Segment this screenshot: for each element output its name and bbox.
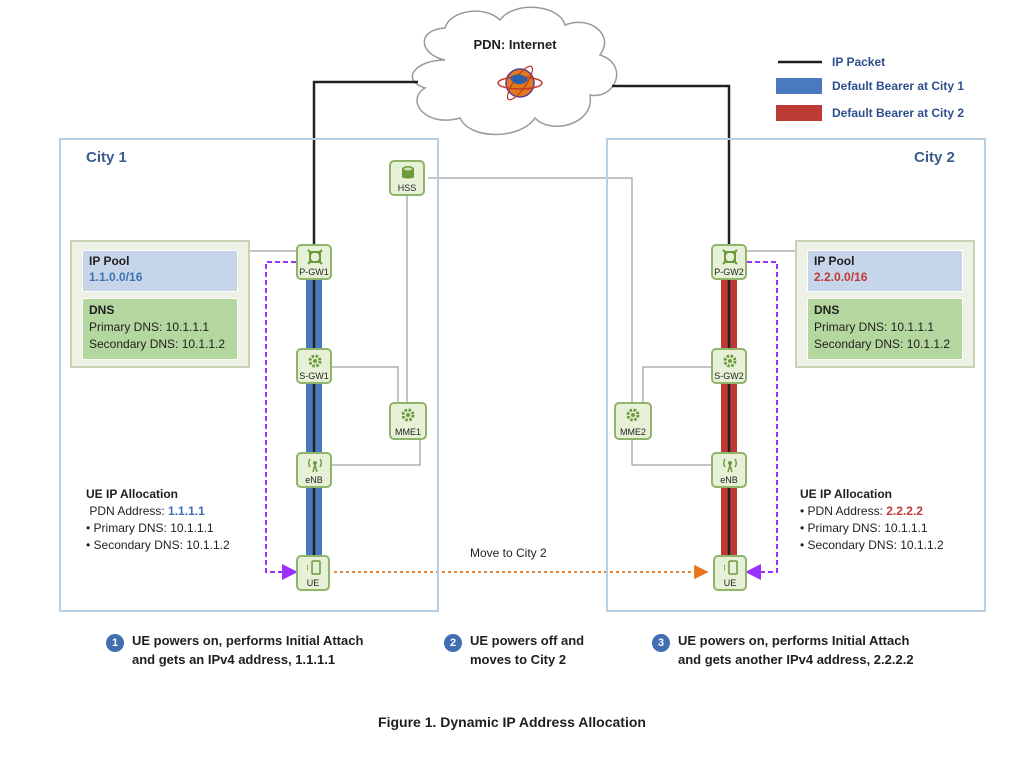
antenna-icon	[723, 458, 737, 473]
city1-pdn-address: PDN Address: 1.1.1.1	[86, 503, 230, 520]
city2-ue-allocation: UE IP Allocation • PDN Address: 2.2.2.2 …	[800, 486, 944, 554]
enb1-label: eNB	[305, 475, 323, 485]
city2-pool-title: IP Pool	[814, 254, 855, 268]
city1-ue-secondary-text: Secondary DNS: 10.1.1.2	[93, 538, 230, 552]
city1-pool-value: 1.1.0.0/16	[89, 270, 143, 284]
sgw1-label: S-GW1	[299, 371, 329, 381]
pgw1-label: P-GW1	[299, 267, 329, 277]
mme2-node: MME2	[614, 402, 652, 440]
city1-dns: DNS Primary DNS: 10.1.1.1 Secondary DNS:…	[82, 298, 238, 360]
phone-icon	[724, 560, 738, 575]
figure-caption: Figure 1. Dynamic IP Address Allocation	[378, 714, 646, 730]
step3-line1: UE powers on, performs Initial Attach	[678, 633, 910, 648]
step3-line2: and gets another IPv4 address, 2.2.2.2	[678, 652, 914, 667]
ue2-label: UE	[723, 578, 737, 588]
gear-icon	[401, 408, 415, 422]
step2-line1: UE powers off and	[470, 633, 585, 648]
globe-icon	[497, 65, 543, 101]
step1-line2: and gets an IPv4 address, 1.1.1.1	[132, 652, 336, 667]
city1-primary-dns: Primary DNS: 10.1.1.1	[89, 320, 210, 334]
enb2-node: eNB	[711, 452, 747, 488]
ue1-node: UE	[296, 555, 330, 591]
city1-ue-secondary: • Secondary DNS: 10.1.1.2	[86, 538, 230, 552]
city1-pdn-prefix: PDN Address:	[89, 504, 169, 518]
city2-title: City 2	[914, 149, 955, 166]
city2-pdn-prefix: PDN Address:	[807, 504, 887, 518]
ue1-label: UE	[306, 578, 320, 588]
pgw2-label: P-GW2	[714, 267, 744, 277]
sgw2-label: S-GW2	[714, 371, 744, 381]
legend-ip-packet: IP Packet	[832, 55, 886, 69]
city1-ue-allocation: UE IP Allocation PDN Address: 1.1.1.1 • …	[86, 486, 230, 554]
city2-primary-dns: Primary DNS: 10.1.1.1	[814, 320, 935, 334]
ue2-node: UE	[713, 555, 747, 591]
legend-bearer-city2: Default Bearer at City 2	[832, 106, 965, 120]
step2-text: UE powers off and moves to City 2	[470, 631, 584, 669]
sgw1-node: S-GW1	[296, 348, 332, 384]
city1-title: City 1	[86, 149, 127, 166]
step1-number: 1	[106, 634, 124, 652]
city2-dns: DNS Primary DNS: 10.1.1.1 Secondary DNS:…	[807, 298, 963, 360]
antenna-icon	[308, 458, 322, 473]
city2-ip-pool: IP Pool 2.2.0.0/16	[807, 250, 963, 292]
router-icon	[722, 249, 738, 265]
enb2-label: eNB	[720, 475, 738, 485]
city2-region	[606, 138, 986, 612]
pgw1-node: P-GW1	[296, 244, 332, 280]
phone-icon	[307, 560, 321, 575]
city1-ip-pool: IP Pool 1.1.0.0/16	[82, 250, 238, 292]
city1-region	[59, 138, 439, 612]
legend-bearer-city1: Default Bearer at City 1	[832, 79, 965, 93]
city1-pdn-value: 1.1.1.1	[168, 504, 205, 518]
sgw2-node: S-GW2	[711, 348, 747, 384]
gear-icon	[626, 408, 640, 422]
city1-ue-primary: • Primary DNS: 10.1.1.1	[86, 521, 214, 535]
step3-number: 3	[652, 634, 670, 652]
enb1-node: eNB	[296, 452, 332, 488]
router-icon	[307, 249, 323, 265]
move-label: Move to City 2	[470, 546, 547, 560]
city2-ue-secondary-text: Secondary DNS: 10.1.1.2	[807, 538, 944, 552]
city2-pdn-value: 2.2.2.2	[886, 504, 923, 518]
hss-label: HSS	[397, 183, 417, 193]
city2-ue-title: UE IP Allocation	[800, 487, 893, 501]
city1-secondary-dns: Secondary DNS: 10.1.1.2	[89, 337, 226, 351]
city2-info-panel: IP Pool 2.2.0.0/16 DNS Primary DNS: 10.1…	[795, 240, 975, 368]
step1-text: UE powers on, performs Initial Attach an…	[132, 631, 363, 669]
city2-ue-primary: • Primary DNS: 10.1.1.1	[800, 521, 928, 535]
step3-text: UE powers on, performs Initial Attach an…	[678, 631, 914, 669]
city2-pool-value: 2.2.0.0/16	[814, 270, 868, 284]
mme2-label: MME2	[619, 427, 646, 437]
pgw2-node: P-GW2	[711, 244, 747, 280]
gear-icon	[308, 354, 322, 368]
city1-ue-title: UE IP Allocation	[86, 487, 179, 501]
cloud-label: PDN: Internet	[473, 37, 557, 52]
mme1-label: MME1	[394, 427, 421, 437]
step2-number: 2	[444, 634, 462, 652]
mme1-node: MME1	[389, 402, 427, 440]
city1-dns-title: DNS	[89, 303, 115, 317]
city2-ue-primary-text: Primary DNS: 10.1.1.1	[807, 521, 928, 535]
city2-pdn-address: • PDN Address: 2.2.2.2	[800, 504, 923, 518]
city1-info-panel: IP Pool 1.1.0.0/16 DNS Primary DNS: 10.1…	[70, 240, 250, 368]
database-icon	[402, 166, 414, 179]
step1-line1: UE powers on, performs Initial Attach	[132, 633, 364, 648]
city1-pool-title: IP Pool	[89, 254, 130, 268]
step2-line2: moves to City 2	[470, 652, 567, 667]
city1-ue-primary-text: Primary DNS: 10.1.1.1	[93, 521, 214, 535]
city2-ue-secondary: • Secondary DNS: 10.1.1.2	[800, 538, 944, 552]
gear-icon	[723, 354, 737, 368]
city2-dns-title: DNS	[814, 303, 840, 317]
hss-node: HSS	[389, 160, 425, 196]
city2-secondary-dns: Secondary DNS: 10.1.1.2	[814, 337, 951, 351]
